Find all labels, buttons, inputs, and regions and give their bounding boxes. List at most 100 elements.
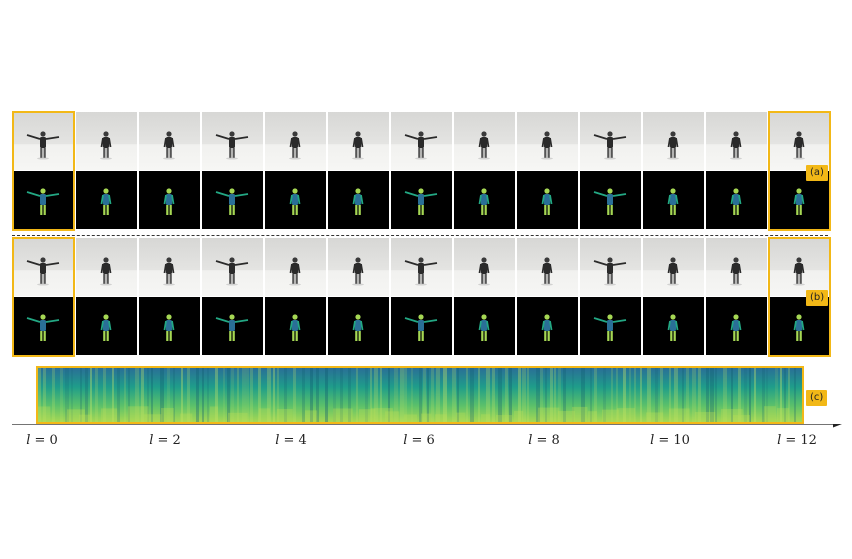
depth-silhouette-icon <box>163 314 175 341</box>
axis-arrow-icon <box>833 424 842 428</box>
video-frame <box>580 112 641 229</box>
rgb-frame <box>139 112 200 170</box>
axis-tick-value: = 0 <box>30 433 58 448</box>
depth-silhouette-icon <box>478 314 490 341</box>
depth-silhouette-icon <box>289 188 301 215</box>
rgb-frame <box>580 112 641 170</box>
axis-variable: l <box>650 433 655 448</box>
depth-frame <box>265 171 326 229</box>
rgb-frame <box>265 112 326 170</box>
depth-silhouette-icon <box>404 314 438 341</box>
depth-frame <box>580 171 641 229</box>
rgb-frame <box>328 112 389 170</box>
axis-variable: l <box>149 433 154 448</box>
video-frame <box>76 238 137 355</box>
depth-frame <box>76 171 137 229</box>
rgb-frame <box>706 238 767 296</box>
video-frame <box>328 112 389 229</box>
rgb-frame <box>76 238 137 296</box>
rgb-frame <box>643 112 704 170</box>
person-figure-icon <box>667 257 679 286</box>
depth-frame <box>454 297 515 355</box>
person-figure-icon <box>26 257 60 286</box>
person-figure-icon <box>478 131 490 160</box>
axis-tick-value: = 12 <box>781 433 817 448</box>
person-figure-icon <box>478 257 490 286</box>
depth-silhouette-icon <box>215 314 249 341</box>
depth-frame <box>13 171 74 229</box>
depth-silhouette-icon <box>667 314 679 341</box>
rgb-frame <box>517 238 578 296</box>
video-frame <box>202 112 263 229</box>
axis-tick-label: l = 2 <box>149 433 181 448</box>
time-axis <box>12 424 842 428</box>
depth-silhouette-icon <box>26 314 60 341</box>
rgb-frame <box>454 112 515 170</box>
rgb-frame <box>13 238 74 296</box>
depth-silhouette-icon <box>593 188 627 215</box>
depth-silhouette-icon <box>730 314 742 341</box>
person-figure-icon <box>541 257 553 286</box>
person-figure-icon <box>793 257 805 286</box>
video-frame <box>517 238 578 355</box>
depth-silhouette-icon <box>667 188 679 215</box>
rgb-frame <box>202 112 263 170</box>
depth-silhouette-icon <box>26 188 60 215</box>
axis-tick-label: l = 10 <box>650 433 690 448</box>
depth-frame <box>139 297 200 355</box>
video-frame <box>769 238 830 355</box>
video-frame <box>517 112 578 229</box>
rgb-frame <box>391 238 452 296</box>
depth-frame <box>328 171 389 229</box>
depth-frame <box>202 171 263 229</box>
person-figure-icon <box>289 257 301 286</box>
axis-tick-label: l = 4 <box>275 433 307 448</box>
depth-silhouette-icon <box>404 188 438 215</box>
depth-frame <box>769 297 830 355</box>
depth-frame <box>517 297 578 355</box>
depth-silhouette-icon <box>541 314 553 341</box>
video-frame <box>769 112 830 229</box>
depth-silhouette-icon <box>793 188 805 215</box>
video-frame <box>643 112 704 229</box>
depth-frame <box>13 297 74 355</box>
video-frame <box>13 112 74 229</box>
rgb-frame <box>265 238 326 296</box>
depth-silhouette-icon <box>352 314 364 341</box>
depth-frame <box>391 297 452 355</box>
axis-variable: l <box>26 433 31 448</box>
axis-tick-value: = 8 <box>532 433 560 448</box>
person-figure-icon <box>404 257 438 286</box>
video-frame <box>139 112 200 229</box>
depth-silhouette-icon <box>541 188 553 215</box>
person-figure-icon <box>593 131 627 160</box>
audio-spectrogram <box>36 366 804 424</box>
axis-variable: l <box>528 433 533 448</box>
depth-frame <box>706 297 767 355</box>
depth-silhouette-icon <box>593 314 627 341</box>
row-label-a: (a) <box>806 165 828 181</box>
person-figure-icon <box>352 257 364 286</box>
depth-silhouette-icon <box>730 188 742 215</box>
rgb-frame <box>391 112 452 170</box>
video-frame <box>580 238 641 355</box>
axis-tick-value: = 2 <box>153 433 181 448</box>
person-figure-icon <box>541 131 553 160</box>
rgb-frame <box>769 112 830 170</box>
axis-tick-label: l = 12 <box>777 433 817 448</box>
rgb-frame <box>13 112 74 170</box>
person-figure-icon <box>289 131 301 160</box>
rgb-frame <box>643 238 704 296</box>
person-figure-icon <box>26 131 60 160</box>
person-figure-icon <box>163 131 175 160</box>
person-figure-icon <box>593 257 627 286</box>
video-frame <box>706 112 767 229</box>
person-figure-icon <box>215 131 249 160</box>
rgb-frame <box>454 238 515 296</box>
video-frame <box>13 238 74 355</box>
depth-silhouette-icon <box>352 188 364 215</box>
video-frame <box>454 112 515 229</box>
axis-tick-value: = 4 <box>279 433 307 448</box>
video-frame <box>454 238 515 355</box>
axis-variable: l <box>275 433 280 448</box>
